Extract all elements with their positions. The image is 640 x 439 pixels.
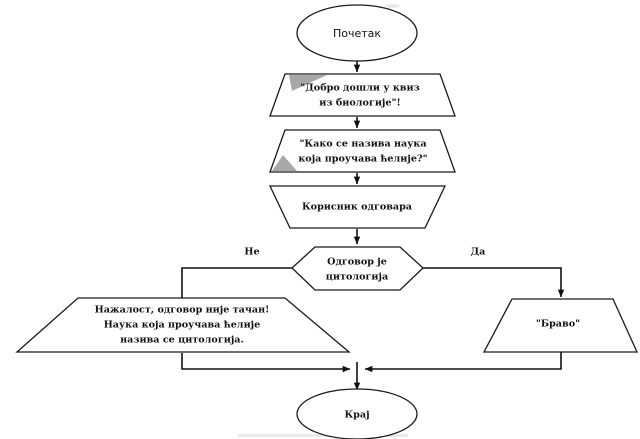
branch-label-yes: Да (471, 247, 486, 258)
input-answer-label: Корисник одговара (302, 202, 412, 213)
end-ellipse (296, 388, 418, 439)
node-start[interactable]: Почетак (296, 4, 418, 62)
output-question-shape (269, 129, 456, 173)
input-answer-shape (268, 185, 447, 229)
branch-label-no: Не (244, 247, 259, 258)
scan-artifact-top (386, 4, 400, 8)
decision-shape (291, 246, 424, 291)
decision-line2: цитологија (326, 272, 388, 283)
output-question-line2: која проучава ћелије?" (298, 154, 427, 165)
output-wrong-line1: Нажалост, одговор није тачан! (95, 305, 270, 316)
connector-decision-no (181, 267, 292, 299)
output-question-line1: "Како се назива наука (299, 139, 426, 150)
node-decision[interactable]: Одговор је цитологија (291, 246, 424, 291)
scan-artifact-bottom (238, 434, 408, 437)
node-input-answer[interactable]: Корисник одговара (268, 185, 447, 229)
connector-decision-yes (423, 267, 565, 298)
output-welcome-line2: из биологије"! (319, 98, 400, 109)
connector-wrong-to-end (181, 353, 351, 373)
decision-line1: Одговор је (327, 257, 387, 268)
output-wrong-shape (15, 297, 351, 353)
output-wrong-line3: назива се цитологија. (120, 335, 244, 346)
end-label: Крај (344, 410, 369, 421)
connector-correct-to-end (364, 352, 562, 373)
node-output-wrong[interactable]: Нажалост, одговор није тачан! Наука која… (15, 297, 351, 353)
output-welcome-line1: "Добро дошли у квиз (300, 83, 419, 94)
output-welcome-gray-corner (289, 75, 327, 91)
node-end[interactable]: Крај (296, 388, 418, 439)
output-welcome-shape (269, 73, 456, 117)
node-output-question[interactable]: "Како се назива наука која проучава ћели… (269, 129, 456, 173)
output-correct-label: "Браво" (536, 319, 580, 330)
output-wrong-line2: Наука која проучава ћелије (104, 320, 261, 331)
node-output-welcome[interactable]: "Добро дошли у квиз из биологије"! (269, 73, 456, 117)
node-output-correct[interactable]: "Браво" (482, 298, 639, 353)
output-question-gray-corner (272, 155, 297, 171)
start-label: Почетак (333, 27, 381, 40)
output-correct-shape (482, 298, 639, 353)
start-ellipse (296, 4, 418, 62)
